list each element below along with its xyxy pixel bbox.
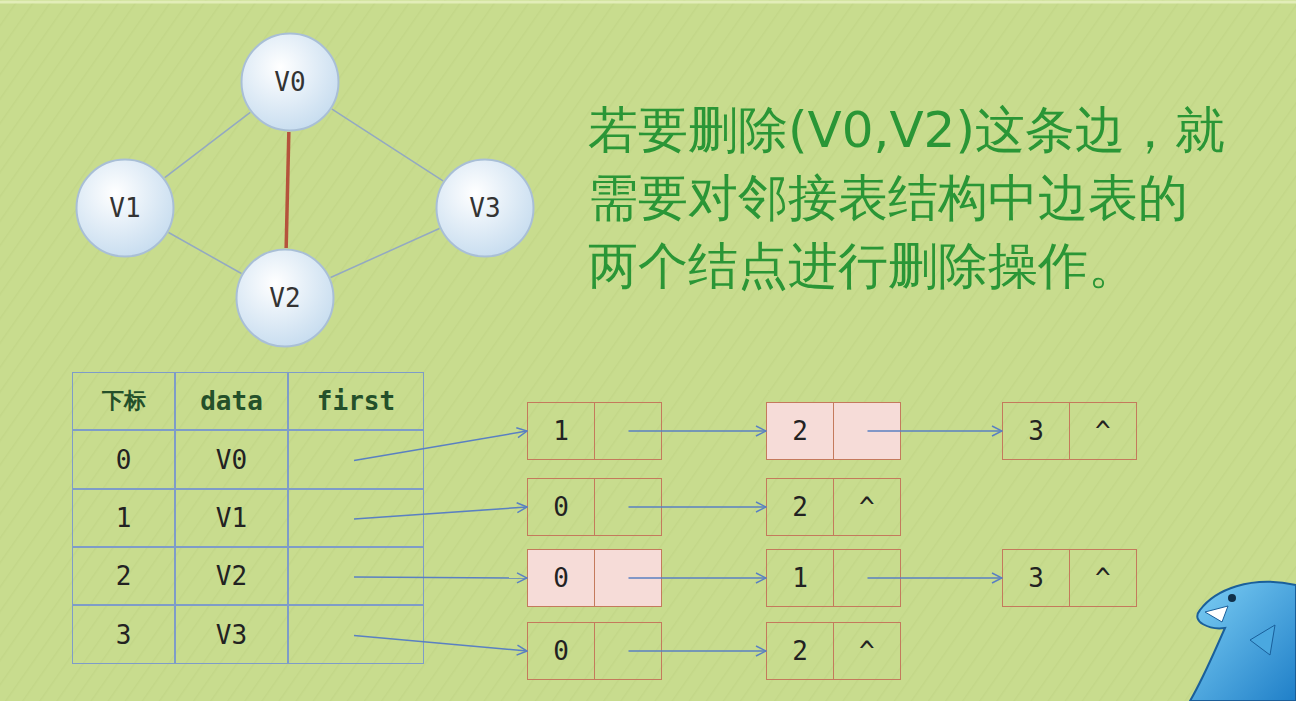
table-value: 3 bbox=[116, 620, 132, 650]
table-value: 1 bbox=[116, 503, 132, 533]
vertex-circle: V3 bbox=[435, 158, 535, 258]
table-cell: 2 bbox=[72, 547, 175, 605]
adjvex-index: 2 bbox=[792, 492, 808, 522]
adjvex-cell: 1 bbox=[766, 549, 834, 607]
adjvex-cell: 0 bbox=[527, 549, 595, 607]
vertex-name: V3 bbox=[469, 193, 500, 223]
table-value: V0 bbox=[216, 445, 247, 475]
table-header: data bbox=[200, 386, 263, 416]
pointer-arrow bbox=[354, 636, 527, 652]
edge-list-node: 2 bbox=[766, 402, 901, 460]
pointer-arrow bbox=[868, 430, 1003, 432]
pointer-arrow bbox=[354, 577, 527, 578]
pointer-arrow bbox=[629, 650, 767, 652]
table-cell: V3 bbox=[175, 605, 288, 664]
pointer-arrow bbox=[629, 577, 767, 579]
next-cell bbox=[594, 478, 663, 536]
next-cell bbox=[594, 549, 663, 607]
vertex-circle: V0 bbox=[240, 32, 340, 132]
graph-edge bbox=[331, 229, 440, 278]
edge-list-node: 0 bbox=[527, 549, 662, 607]
next-cell bbox=[594, 402, 663, 460]
edge-list-node: 1 bbox=[527, 402, 662, 460]
table-value: 2 bbox=[116, 561, 132, 591]
vertex-name: V1 bbox=[109, 193, 140, 223]
graph-edge bbox=[332, 109, 443, 181]
edge-list-node: 0 bbox=[527, 622, 662, 680]
adjvex-cell: 3 bbox=[1002, 402, 1070, 460]
table-value: V1 bbox=[216, 503, 247, 533]
adjvex-cell: 2 bbox=[766, 478, 834, 536]
edge-list-node: 3^ bbox=[1002, 402, 1137, 460]
table-header: first bbox=[317, 386, 395, 416]
pointer-arrow bbox=[868, 577, 1003, 579]
edge-list-node: 0 bbox=[527, 478, 662, 536]
edge-list-node: 2^ bbox=[766, 622, 901, 680]
vertex-circle: V2 bbox=[235, 248, 335, 348]
table-cell: V0 bbox=[175, 430, 288, 489]
null-pointer: ^ bbox=[859, 636, 875, 666]
vertex-circle: V1 bbox=[75, 158, 175, 258]
pointer-cell bbox=[288, 430, 424, 489]
adjvex-cell: 2 bbox=[766, 622, 834, 680]
table-value: V3 bbox=[216, 620, 247, 650]
explanation-text: 若要删除(V0,V2)这条边，就 需要对邻接表结构中边表的 两个结点进行删除操作… bbox=[588, 96, 1282, 300]
adjvex-cell: 0 bbox=[527, 622, 595, 680]
edge-list-node: 2^ bbox=[766, 478, 901, 536]
null-pointer: ^ bbox=[1095, 563, 1111, 593]
adjvex-index: 0 bbox=[553, 636, 569, 666]
graph-edge bbox=[169, 233, 242, 274]
table-cell: data bbox=[175, 372, 288, 430]
next-cell bbox=[833, 402, 902, 460]
adjvex-cell: 1 bbox=[527, 402, 595, 460]
next-cell bbox=[833, 549, 902, 607]
table-cell: 3 bbox=[72, 605, 175, 664]
vertex-name: V2 bbox=[269, 283, 300, 313]
pointer-arrow bbox=[629, 506, 767, 508]
adjvex-index: 0 bbox=[553, 563, 569, 593]
table-cell: first bbox=[288, 372, 424, 430]
pointer-cell bbox=[288, 547, 424, 605]
adjvex-index: 3 bbox=[1028, 563, 1044, 593]
table-cell: V2 bbox=[175, 547, 288, 605]
next-cell: ^ bbox=[833, 622, 902, 680]
next-cell: ^ bbox=[1069, 402, 1138, 460]
edge-list-node: 3^ bbox=[1002, 549, 1137, 607]
vertex-table: 下标 data first 0 V0 1 V1 2 V2 3 V3 bbox=[72, 372, 424, 664]
adjvex-index: 0 bbox=[553, 492, 569, 522]
adjvex-index: 2 bbox=[792, 636, 808, 666]
null-pointer: ^ bbox=[859, 492, 875, 522]
adjvex-cell: 0 bbox=[527, 478, 595, 536]
edge-list-node: 1 bbox=[766, 549, 901, 607]
table-header: 下标 bbox=[102, 386, 146, 416]
adjvex-cell: 3 bbox=[1002, 549, 1070, 607]
table-cell: V1 bbox=[175, 489, 288, 547]
pointer-arrow bbox=[354, 431, 527, 461]
next-cell: ^ bbox=[833, 478, 902, 536]
table-cell: 0 bbox=[72, 430, 175, 489]
graph-edge bbox=[165, 112, 251, 177]
table-cell: 下标 bbox=[72, 372, 175, 430]
next-cell bbox=[594, 622, 663, 680]
table-value: 0 bbox=[116, 445, 132, 475]
graph-edge bbox=[286, 132, 289, 248]
null-pointer: ^ bbox=[1095, 416, 1111, 446]
top-rule bbox=[0, 1, 1296, 4]
pointer-cell bbox=[288, 489, 424, 547]
pointer-arrow bbox=[629, 430, 767, 432]
table-cell: 1 bbox=[72, 489, 175, 547]
vertex-name: V0 bbox=[274, 67, 305, 97]
pointer-arrow bbox=[354, 507, 527, 519]
pointer-cell bbox=[288, 605, 424, 664]
shark-mascot bbox=[1190, 582, 1296, 701]
next-cell: ^ bbox=[1069, 549, 1138, 607]
table-value: V2 bbox=[216, 561, 247, 591]
adjvex-index: 3 bbox=[1028, 416, 1044, 446]
adjvex-cell: 2 bbox=[766, 402, 834, 460]
adjvex-index: 1 bbox=[553, 416, 569, 446]
adjvex-index: 1 bbox=[792, 563, 808, 593]
adjvex-index: 2 bbox=[792, 416, 808, 446]
